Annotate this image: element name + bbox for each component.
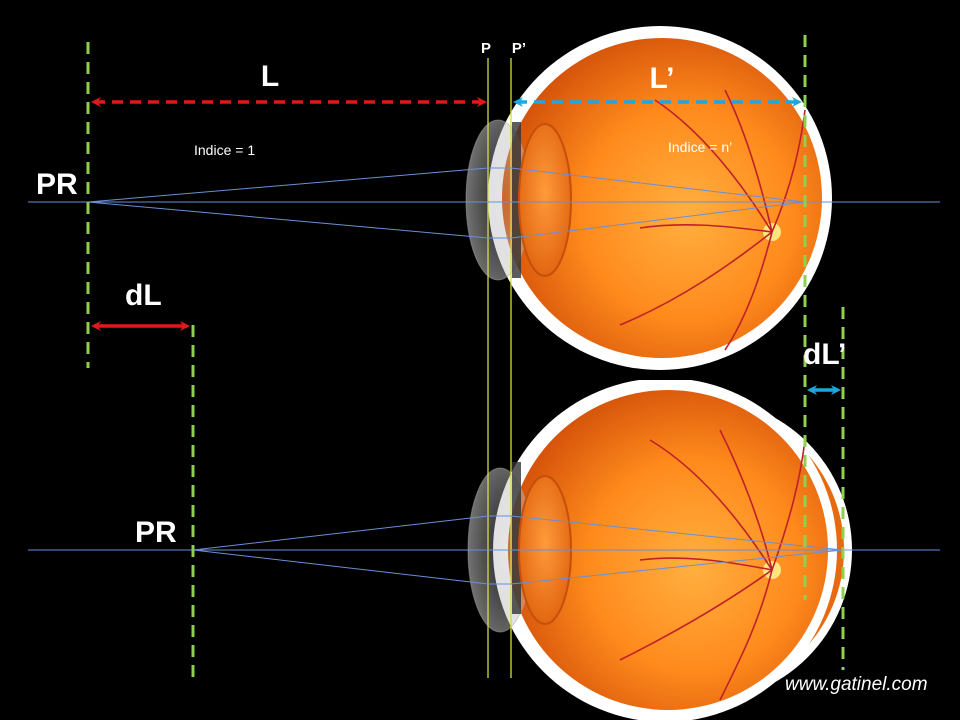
top-ray-upper (87, 167, 806, 203)
label-indice-air: Indice = 1 (194, 142, 255, 158)
label-P: P (481, 40, 491, 57)
top-eye-vessels (619, 89, 806, 351)
top-eye (465, 26, 832, 370)
top-ray-lower (87, 201, 806, 239)
label-PR-bottom: PR (135, 516, 177, 549)
bottom-ray-lower (192, 549, 844, 585)
bottom-ray-upper (192, 515, 844, 551)
label-PR-top: PR (36, 168, 78, 201)
guide-lines (86, 35, 845, 680)
label-P-prime: P’ (512, 40, 526, 57)
bottom-eye (467, 378, 852, 720)
top-eye-lens (518, 123, 572, 277)
label-dL-prime: dL’ (803, 338, 846, 371)
label-indice-eye: Indice = n’ (668, 139, 732, 155)
bottom-rays (28, 515, 940, 585)
credit-text: www.gatinel.com (785, 674, 928, 695)
bottom-eye-vessels (619, 429, 806, 701)
label-L: L (261, 60, 279, 93)
label-L-prime: L’ (649, 62, 674, 95)
label-dL: dL (125, 279, 162, 312)
top-eye-globe (502, 38, 822, 358)
top-rays (28, 167, 940, 239)
